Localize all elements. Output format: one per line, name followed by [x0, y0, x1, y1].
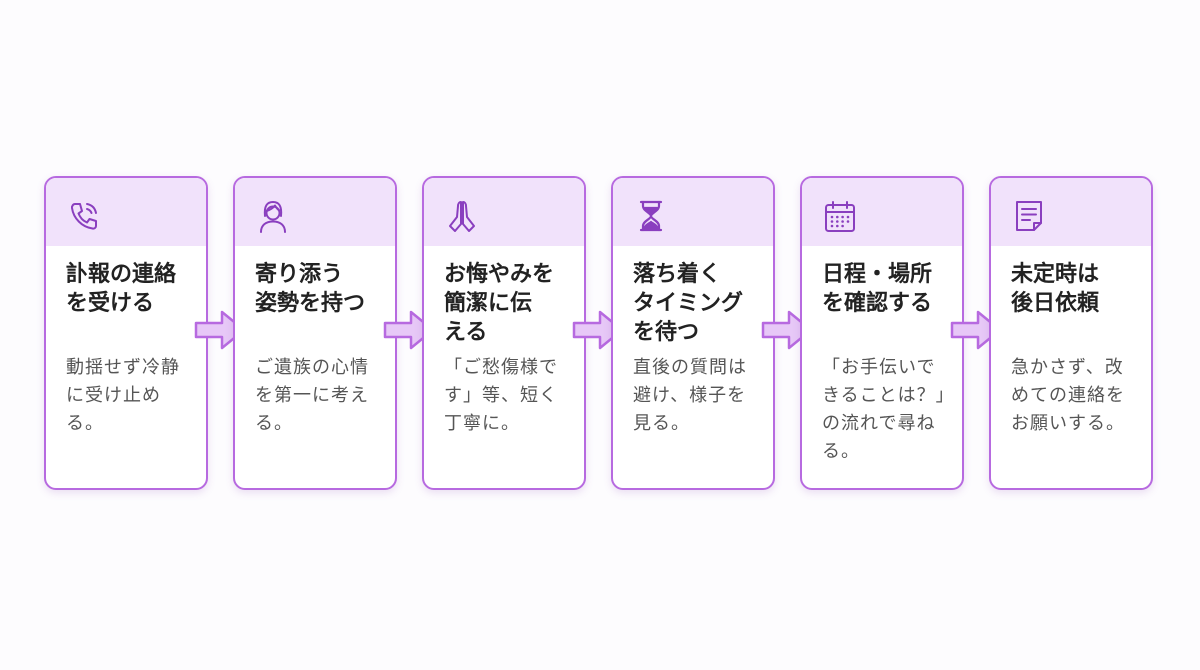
step-card-1: 訃報の連絡 を受ける 動揺せず冷静 に受け止め る。 [44, 176, 208, 490]
step-card-header [613, 178, 773, 246]
step-card-3: お悔やみを 簡潔に伝 える 「ご愁傷様で す」等、短く 丁寧に。 [422, 176, 586, 490]
step-card-header [46, 178, 206, 246]
step-description: 動揺せず冷静 に受け止め る。 [66, 357, 180, 434]
step-card-5: 日程・場所 を確認する 「お手伝いで きることは？」 の流れで尋ね る。 [800, 176, 964, 490]
hourglass-icon [631, 196, 671, 236]
step-card-header [991, 178, 1151, 246]
praying-hands-icon [442, 196, 482, 236]
step-title: 日程・場所 を確認する [822, 262, 933, 316]
step-card-header [235, 178, 395, 246]
step-title: お悔やみを 簡潔に伝 える [444, 262, 555, 345]
step-description: 「お手伝いで きることは？」 の流れで尋ね る。 [822, 357, 955, 462]
step-card-6: 未定時は 後日依頼 急かさず、改 めての連絡を お願いする。 [989, 176, 1153, 490]
step-title: 訃報の連絡 を受ける [66, 262, 177, 316]
calendar-icon [820, 196, 860, 236]
step-card-4: 落ち着く タイミング を待つ 直後の質問は 避け、様子を 見る。 [611, 176, 775, 490]
document-icon [1009, 196, 1049, 236]
step-description: 急かさず、改 めての連絡を お願いする。 [1011, 357, 1125, 434]
step-description: 直後の質問は 避け、様子を 見る。 [633, 357, 747, 434]
step-title: 未定時は 後日依頼 [1011, 262, 1100, 316]
step-description: 「ご愁傷様で す」等、短く 丁寧に。 [444, 357, 558, 434]
person-icon [253, 196, 293, 236]
phone-icon [64, 196, 104, 236]
step-card-2: 寄り添う 姿勢を持つ ご遺族の心情 を第一に考え る。 [233, 176, 397, 490]
step-card-header [424, 178, 584, 246]
step-card-header [802, 178, 962, 246]
step-title: 落ち着く タイミング を待つ [633, 262, 744, 345]
step-title: 寄り添う 姿勢を持つ [255, 262, 366, 316]
step-description: ご遺族の心情 を第一に考え る。 [255, 357, 369, 434]
